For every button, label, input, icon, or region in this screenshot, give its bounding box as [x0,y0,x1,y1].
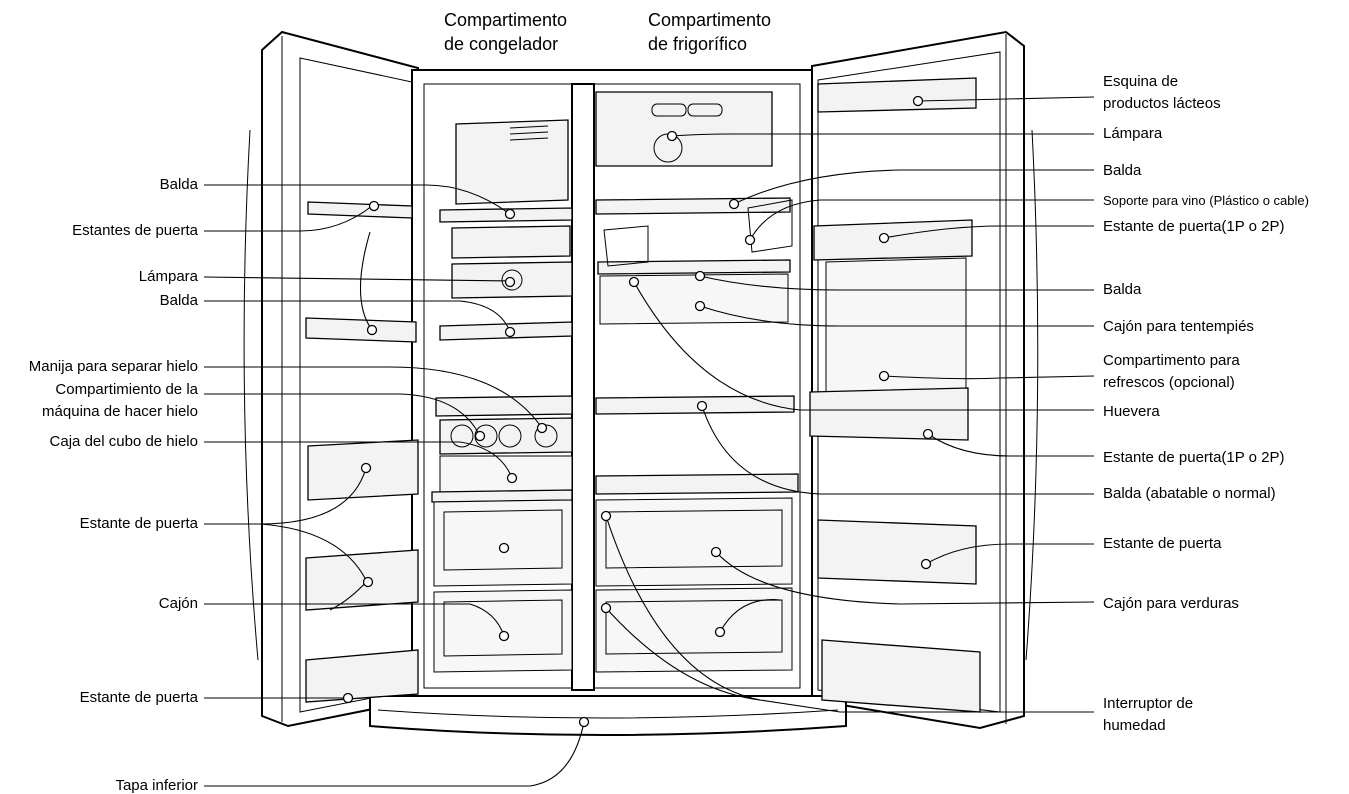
label-esquina-lacteos-line1: Esquina de [1103,73,1178,90]
label-lampara-right: Lámpara [1103,125,1163,142]
label-soporte-vino: Soporte para vino (Plástico o cable) [1103,193,1309,208]
label-compartimento-refrescos-line1: Compartimento para [1103,352,1240,369]
label-estante-puerta-1p2p-b: Estante de puerta(1P o 2P) [1103,449,1285,466]
label-balda-left-1: Balda [160,176,199,193]
label-manija-hielo: Manija para separar hielo [29,358,198,375]
freezer-title-line2: de congelador [444,34,558,54]
fridge-title-line1: Compartimento [648,10,771,30]
label-interruptor-humedad-line1: Interruptor de [1103,695,1193,712]
label-tapa-inferior: Tapa inferior [115,777,198,794]
label-estante-puerta-1p2p-a: Estante de puerta(1P o 2P) [1103,218,1285,235]
label-esquina-lacteos-line2: productos lácteos [1103,95,1221,112]
label-cajon-tentempies: Cajón para tentempiés [1103,318,1254,335]
left-door [262,32,418,726]
label-caja-cubo-hielo: Caja del cubo de hielo [50,433,198,450]
label-estantes-puerta: Estantes de puerta [72,222,199,239]
center-divider [572,84,594,690]
label-lampara-left: Lámpara [139,268,199,285]
label-balda-abatable: Balda (abatable o normal) [1103,485,1276,502]
label-compartimento-hielo-line2: máquina de hacer hielo [42,403,198,420]
label-balda-right-2: Balda [1103,281,1142,298]
fridge-title-line2: de frigorífico [648,34,747,54]
label-cajon: Cajón [159,595,198,612]
label-compartimento-refrescos-line2: refrescos (opcional) [1103,374,1235,391]
label-estante-puerta-right: Estante de puerta [1103,535,1222,552]
label-estante-puerta-left-1: Estante de puerta [80,515,199,532]
label-compartimento-hielo-line1: Compartimiento de la [55,381,198,398]
refrigerator-illustration [244,32,1038,735]
label-balda-right-1: Balda [1103,162,1142,179]
label-cajon-verduras: Cajón para verduras [1103,595,1239,612]
label-interruptor-humedad-line2: humedad [1103,717,1166,734]
label-estante-puerta-left-2: Estante de puerta [80,689,199,706]
label-balda-left-2: Balda [160,292,199,309]
freezer-title-line1: Compartimento [444,10,567,30]
label-huevera: Huevera [1103,403,1160,420]
